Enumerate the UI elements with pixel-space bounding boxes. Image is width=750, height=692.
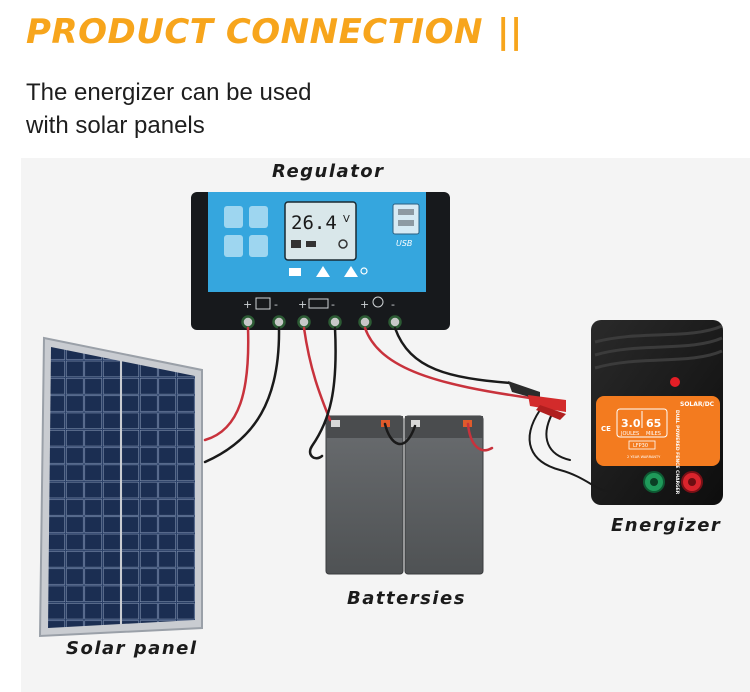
- lcd-display: [284, 201, 357, 261]
- battery-terminal-icon: [308, 298, 329, 309]
- regulator-label: Regulator: [272, 161, 385, 182]
- title-text: PRODUCT CONNECTION: [26, 12, 483, 52]
- energizer-label: [596, 396, 720, 466]
- solar-panel-label: Solar panel: [66, 638, 198, 659]
- title-bars: ||: [496, 12, 523, 52]
- side-text: DUAL POWERED FENCE CHARGER: [674, 410, 680, 495]
- energizer-label-text: Energizer: [611, 515, 722, 536]
- miles-value: 65: [646, 417, 661, 430]
- svg-text:-: -: [391, 298, 395, 311]
- load-negative-wire: [393, 326, 512, 385]
- subtitle-line-1: The energizer can be used: [26, 79, 312, 106]
- energizer-lead: [528, 409, 616, 493]
- solar-terminal-icon: [255, 297, 271, 310]
- solar-panel: [38, 336, 203, 638]
- energizer-brand: SOLAR/DC: [680, 401, 715, 408]
- battery-status-icon: [316, 266, 330, 277]
- usb-label: USB: [396, 239, 412, 248]
- wiring: [203, 326, 616, 493]
- energizer: SOLAR/DC 3.0 65 JOULES MILES LFP30 2 YEA…: [591, 320, 723, 505]
- page-title: PRODUCT CONNECTION ||: [26, 12, 523, 52]
- battery-left: [325, 415, 404, 575]
- battery-right: [404, 415, 484, 575]
- joules-value: 3.0: [621, 417, 641, 430]
- svg-text:+: +: [298, 298, 307, 311]
- miles-label: MILES: [646, 431, 661, 437]
- battery-link-wire: [383, 422, 417, 446]
- warranty-label: 2 YEAR WARRANTY: [627, 455, 661, 459]
- svg-text:+: +: [360, 298, 369, 311]
- solar-positive-wire: [203, 326, 250, 442]
- joules-label: JOULES: [620, 431, 639, 437]
- subtitle: The energizer can be used with solar pan…: [26, 76, 312, 142]
- ce-mark: CE: [601, 425, 611, 433]
- battery-negative-wire: [308, 326, 337, 460]
- lcd-unit: V: [343, 214, 350, 225]
- load-positive-wire: [363, 326, 532, 400]
- load-terminal-icon: [372, 296, 384, 308]
- alligator-clips: [508, 381, 566, 420]
- panel-status-icon: [289, 268, 301, 276]
- battery-positive-wire: [302, 326, 332, 422]
- svg-text:-: -: [274, 298, 278, 311]
- load-status-icon: [344, 266, 358, 277]
- power-indicator: [670, 377, 680, 387]
- svg-text:+: +: [243, 298, 252, 311]
- model-label: LFP30: [633, 443, 648, 449]
- regulator: 26.4 V USB + - + - + -: [191, 192, 450, 330]
- solar-negative-wire: [203, 326, 281, 464]
- batteries-label: Battersies: [347, 588, 466, 609]
- svg-text:-: -: [331, 298, 335, 311]
- subtitle-line-2: with solar panels: [26, 112, 205, 139]
- lcd-value: 26.4: [291, 212, 337, 234]
